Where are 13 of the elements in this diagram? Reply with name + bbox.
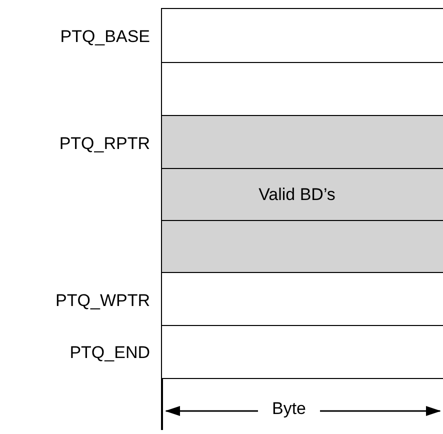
pointer-label: PTQ_END	[70, 343, 150, 363]
dimension-label: Byte	[258, 399, 320, 419]
row-label: Valid BD’s	[258, 184, 336, 204]
memory-row	[162, 272, 443, 325]
pointer-label: PTQ_RPTR	[59, 134, 150, 154]
shaded-memory-row	[162, 220, 443, 272]
pointer-label: PTQ_WPTR	[56, 290, 150, 310]
shaded-memory-row	[162, 115, 443, 168]
shaded-memory-row	[162, 168, 443, 220]
memory-row	[162, 325, 443, 378]
pointer-label: PTQ_BASE	[60, 27, 150, 47]
memory-row	[162, 8, 443, 62]
memory-row	[162, 62, 443, 115]
